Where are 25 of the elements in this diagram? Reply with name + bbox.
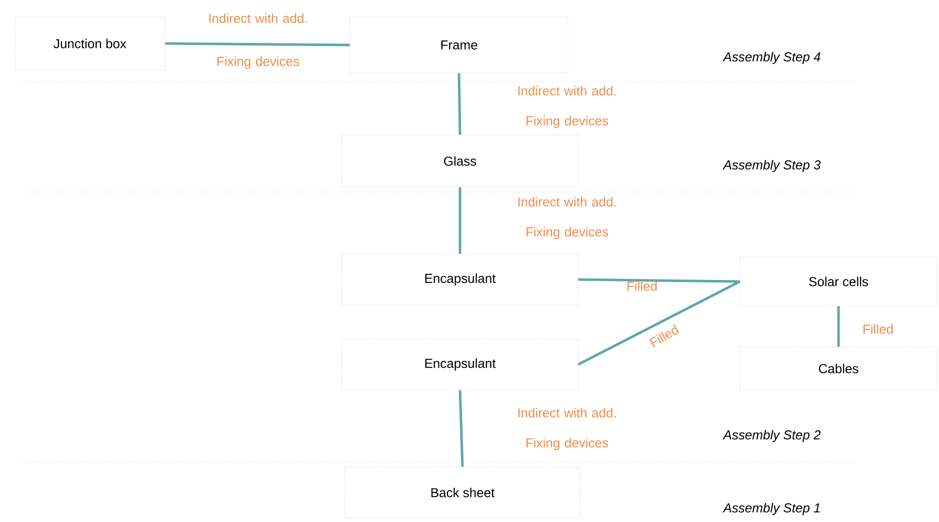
edge-label: Filled	[864, 324, 893, 334]
connector-line	[458, 390, 464, 467]
step-label: Assembly Step 2	[722, 430, 821, 442]
connector-line	[837, 306, 840, 347]
edge-label: Indirect with add. Fixing devices	[518, 86, 616, 128]
edge-label: Indirect with add. Fixing devices	[518, 408, 616, 450]
connector-line	[165, 42, 350, 46]
component-box: Encapsulant	[342, 254, 578, 306]
edge-label: Filled	[628, 281, 657, 291]
component-box: Back sheet	[344, 466, 580, 518]
edge-label: Indirect with add. Fixing devices	[518, 196, 616, 240]
step-label: Assembly Step 1	[722, 502, 820, 516]
component-box: Cables	[740, 346, 938, 390]
connector-line	[458, 73, 462, 135]
component-box: Solar cells	[740, 256, 938, 306]
connector-line	[578, 278, 740, 283]
step-label: Assembly Step 3	[722, 160, 821, 172]
step-label: Assembly Step 4	[722, 52, 820, 64]
connector-line	[458, 187, 462, 254]
edge-label: Indirect with add. Fixing devices	[209, 13, 307, 69]
component-box: Junction box	[14, 16, 166, 70]
connector-line	[578, 280, 740, 366]
component-box: Glass	[342, 134, 578, 188]
component-box: Encapsulant	[342, 338, 578, 390]
component-box: Frame	[350, 16, 568, 74]
